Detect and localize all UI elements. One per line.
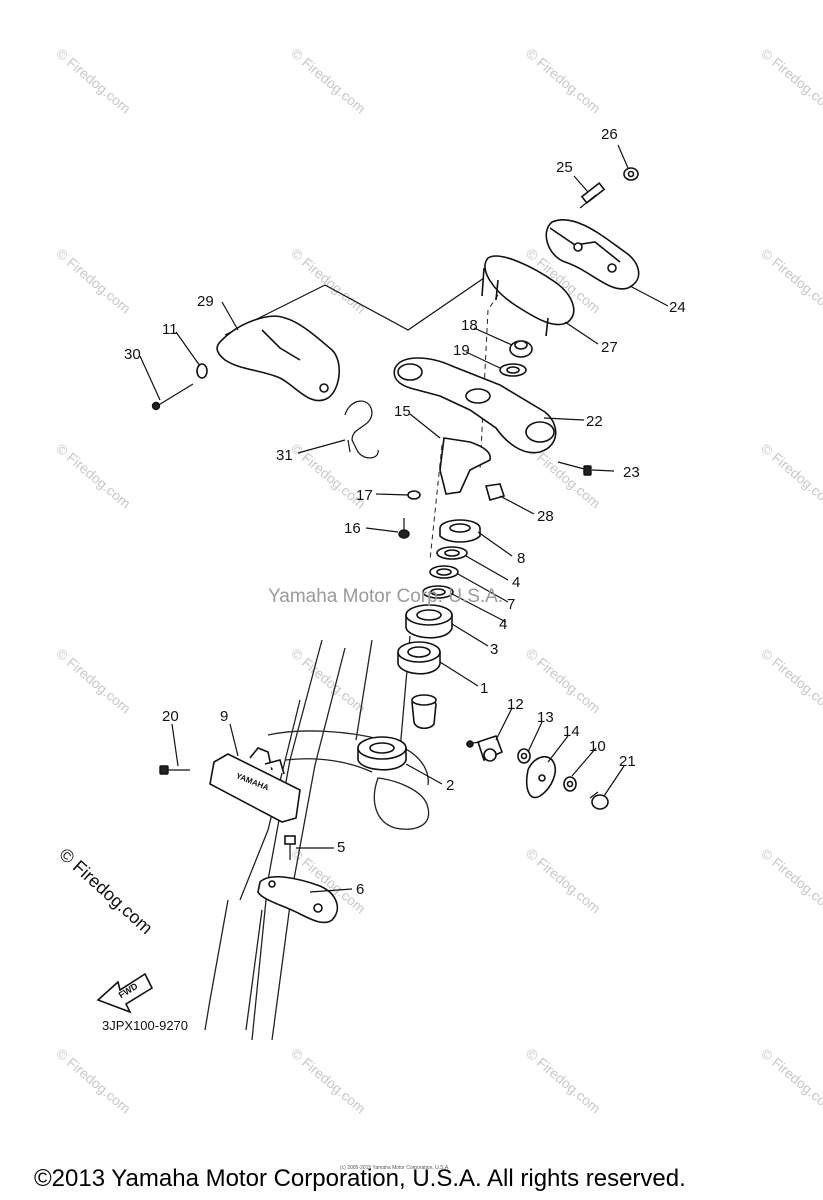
- watermark-tile: © Firedog.com: [53, 440, 134, 511]
- callout-9: 6: [356, 881, 364, 898]
- part-25-nut: [407, 490, 421, 500]
- callout-18: 29: [197, 293, 214, 310]
- watermark-tile: © Firedog.com: [53, 45, 134, 116]
- watermark-tile: © Firedog.com: [288, 45, 369, 116]
- part-15-cap: [623, 167, 639, 181]
- tiny-notice: (c) 2005-2015 Yamaha Motor Corporation, …: [340, 1165, 450, 1171]
- watermark-tile: © Firedog.com: [53, 245, 134, 316]
- callout-15: 26: [601, 126, 618, 143]
- callout-21: 9: [220, 708, 228, 725]
- part-17-nut: [484, 483, 506, 501]
- corner-watermark: © Firedog.com: [55, 844, 156, 938]
- callout-25: 17: [356, 487, 373, 504]
- part-2-bearing: [357, 736, 407, 771]
- callout-4-lower: 4: [499, 616, 507, 633]
- callouts: 26 25 24 27 18 19 22 23 28 15 31 17 16 2…: [124, 126, 686, 898]
- part-26-damper: [465, 734, 504, 762]
- watermark-tile: © Firedog.com: [758, 440, 823, 511]
- fwd-arrow-icon: FWD: [96, 972, 154, 1014]
- callout-13: 24: [669, 299, 686, 316]
- part-8-washer: [499, 363, 527, 377]
- part-9-bracket: [257, 876, 339, 924]
- watermark-tile: © Firedog.com: [523, 845, 604, 916]
- callout-22: 20: [162, 708, 179, 725]
- part-20-washer: [196, 363, 208, 379]
- diagram-part-code: 3JPX100-9270: [102, 1018, 188, 1033]
- center-watermark: Yamaha Motor Corp. U.S.A.: [268, 586, 503, 607]
- callout-8: 19: [453, 342, 470, 359]
- watermark-tile: © Firedog.com: [288, 645, 369, 716]
- watermark-tile: © Firedog.com: [758, 845, 823, 916]
- part-12-bolt: [557, 461, 592, 476]
- fork-outline: [204, 635, 430, 1041]
- part-30-washer: [563, 776, 577, 792]
- callout-14: 25: [556, 159, 573, 176]
- watermark-tile: © Firedog.com: [758, 645, 823, 716]
- callout-23: 15: [394, 403, 411, 420]
- part-14-bolt: [579, 181, 606, 209]
- part-4-washer-upper: [436, 546, 468, 560]
- part-1-bearing: [397, 641, 441, 675]
- callout-20: 11: [162, 321, 178, 338]
- part-21-bracket: YAMAHA: [209, 747, 301, 823]
- callout-19: 30: [124, 346, 141, 363]
- callout-26: 12: [507, 696, 524, 713]
- callout-28: 14: [563, 723, 580, 740]
- callout-30: 10: [589, 738, 606, 755]
- part-24-screw: [398, 518, 410, 539]
- watermark-tile: © Firedog.com: [523, 45, 604, 116]
- part-27-nut: [517, 748, 531, 764]
- callout-11: 22: [586, 413, 603, 430]
- callout-17: 28: [537, 508, 554, 525]
- callout-12: 23: [623, 464, 640, 481]
- watermark-tile: © Firedog.com: [523, 645, 604, 716]
- part-6-ring-nut: [439, 519, 481, 543]
- watermark-tile: © Firedog.com: [53, 645, 134, 716]
- part-29-screw: [589, 791, 609, 810]
- callout-10: 5: [337, 839, 345, 856]
- part-22-bolt: [159, 765, 190, 775]
- watermark-tile: © Firedog.com: [288, 245, 369, 316]
- callout-16: 27: [601, 339, 618, 356]
- watermark-tile: © Firedog.com: [758, 45, 823, 116]
- watermark-tile: © Firedog.com: [288, 1045, 369, 1116]
- copyright-footer: ©2013 Yamaha Motor Corporation, U.S.A. A…: [34, 1165, 686, 1192]
- part-16-handlebar-holder-lower: [481, 255, 575, 337]
- part-5-ring: [429, 565, 459, 579]
- callout-1: 1: [480, 680, 488, 697]
- watermark-tile: © Firedog.com: [758, 245, 823, 316]
- watermark-tile: © Firedog.com: [758, 1045, 823, 1116]
- callout-29: 21: [619, 753, 636, 770]
- leader-lines: [139, 144, 669, 893]
- part-4-washer-lower: [422, 585, 454, 599]
- part-19-bolt: [151, 383, 194, 411]
- callout-7: 18: [461, 317, 478, 334]
- callout-3: 3: [490, 641, 498, 658]
- part-11-upper-bracket: [393, 357, 557, 454]
- callout-5: 7: [507, 596, 515, 613]
- part-23-plate: [439, 437, 492, 495]
- watermark-tile: © Firedog.com: [53, 1045, 134, 1116]
- steering-stem-pipe: [411, 694, 437, 730]
- part-10-bolt: [284, 835, 296, 860]
- callout-4-upper: 4: [512, 574, 520, 591]
- part-31-clip: [344, 400, 379, 459]
- callout-2: 2: [446, 777, 454, 794]
- callout-31: 31: [276, 447, 293, 464]
- part-13-handlebar-holder-upper: [545, 219, 640, 290]
- callout-24: 16: [344, 520, 361, 537]
- callout-27: 13: [537, 709, 554, 726]
- part-28-plate: [525, 755, 556, 799]
- watermark-tiles: © Firedog.com © Firedog.com © Firedog.co…: [53, 45, 823, 1116]
- watermark-tile: © Firedog.com: [523, 1045, 604, 1116]
- callout-6: 8: [517, 550, 525, 567]
- part-7-nut: [509, 340, 533, 358]
- part-18-cover: [216, 315, 340, 402]
- part-3-seal: [405, 604, 453, 639]
